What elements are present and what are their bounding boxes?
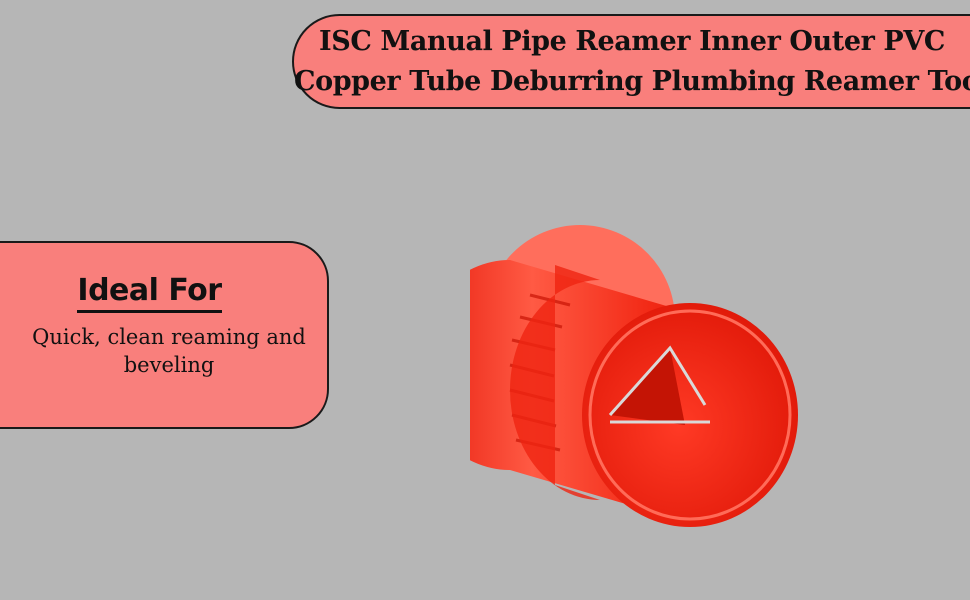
ideal-for-heading: Ideal For: [0, 273, 327, 313]
pipe-reamer-icon: [415, 225, 798, 527]
ideal-for-panel: Ideal For Quick, clean reaming and bevel…: [0, 241, 329, 429]
ideal-for-text: Quick, clean reaming and beveling: [32, 325, 306, 377]
ideal-for-heading-text: Ideal For: [77, 273, 222, 313]
title-line-1: ISC Manual Pipe Reamer Inner Outer PVC: [319, 26, 945, 57]
product-image: [415, 200, 810, 540]
title-line-2: Copper Tube Deburring Plumbing Reamer To…: [294, 66, 970, 97]
title-banner: ISC Manual Pipe Reamer Inner Outer PVC C…: [292, 14, 970, 109]
